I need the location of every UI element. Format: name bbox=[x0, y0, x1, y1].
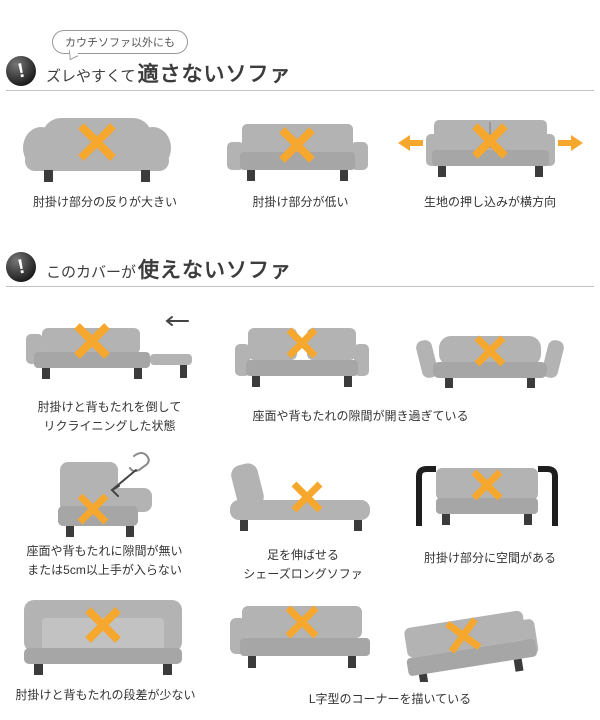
x-mark-icon bbox=[474, 335, 506, 367]
arrow-right-icon bbox=[558, 135, 583, 151]
x-mark-icon bbox=[74, 323, 110, 359]
sofa-winged-figure bbox=[415, 328, 565, 390]
exclamation-glyph: ! bbox=[15, 59, 27, 82]
x-mark-icon bbox=[78, 123, 116, 161]
insert-arrow-icon bbox=[110, 469, 137, 497]
right-arm-frame bbox=[538, 466, 558, 526]
sofa-no-gap-figure bbox=[38, 448, 168, 540]
sofa-flat-armrest-figure bbox=[18, 590, 188, 676]
x-mark-icon bbox=[279, 127, 315, 163]
figure-caption: 肘掛け部分が低い bbox=[252, 195, 349, 209]
x-mark-icon bbox=[77, 493, 109, 525]
x-mark-icon bbox=[445, 617, 482, 654]
section2-heading-small: このカバーが bbox=[46, 264, 137, 281]
sofa-l-corner-left-illustration bbox=[230, 605, 370, 668]
section2-heading-large: 使えないソファ bbox=[138, 259, 293, 282]
sofa-reclining-figure bbox=[22, 312, 197, 392]
fold-arrow-icon bbox=[165, 316, 189, 326]
x-mark-icon bbox=[286, 327, 318, 359]
sofa-l-corner-right-figure bbox=[388, 602, 553, 682]
figure-caption: 生地の押し込みが横方向 bbox=[423, 195, 556, 209]
figure-caption: 座面や背もたれに隙間が無い または5cm以上手が入らない bbox=[26, 544, 183, 577]
section1-heading-large: 適さないソファ bbox=[137, 63, 292, 86]
section1-heading-small: ズレやすくて bbox=[46, 68, 136, 85]
sofa-wide-gap-figure bbox=[232, 322, 372, 392]
sofa-l-corner-left-figure bbox=[228, 598, 376, 682]
sofa-no-gap-illustration bbox=[58, 452, 152, 537]
x-mark-icon bbox=[285, 605, 319, 639]
section2-heading: このカバーが 使えないソファ bbox=[46, 254, 292, 284]
sofa-low-armrest-illustration bbox=[227, 124, 368, 181]
exclamation-icon: ! bbox=[6, 252, 36, 282]
sofa-reclining-illustration bbox=[26, 316, 192, 379]
section1-heading: ズレやすくて 適さないソファ bbox=[46, 58, 292, 88]
exclamation-icon: ! bbox=[6, 56, 36, 86]
sofa-horizontal-tuck-figure bbox=[398, 116, 583, 180]
figure-caption: 足を伸ばせる シェーズロングソファ bbox=[243, 548, 363, 581]
speech-bubble-label: カウチソファ以外にも bbox=[65, 37, 175, 49]
left-arm-frame bbox=[416, 466, 436, 526]
figure-caption: 肘掛け部分の反りが大きい bbox=[32, 195, 177, 209]
figure-caption: 肘掛けと背もたれを倒して リクライニングした状態 bbox=[37, 400, 182, 433]
sofa-curved-armrest-figure bbox=[22, 110, 172, 184]
sofa-wide-gap-illustration bbox=[235, 327, 369, 387]
sofa-flat-armrest-illustration bbox=[24, 600, 182, 675]
sofa-horizontal-tuck-illustration bbox=[398, 120, 583, 177]
divider bbox=[6, 286, 594, 287]
speech-bubble: カウチソファ以外にも bbox=[52, 30, 188, 54]
figure-caption: L字型のコーナーを描いている bbox=[308, 692, 472, 706]
hand-icon bbox=[129, 452, 150, 473]
x-mark-icon bbox=[472, 123, 508, 159]
arrow-left-icon bbox=[398, 135, 423, 151]
sofa-open-armrest-figure bbox=[412, 460, 562, 534]
sofa-l-corner-right-illustration bbox=[404, 610, 539, 682]
divider bbox=[6, 90, 594, 91]
x-mark-icon bbox=[291, 481, 323, 513]
sofa-winged-illustration bbox=[416, 335, 564, 388]
figure-caption: 肘掛け部分に空間がある bbox=[423, 551, 556, 565]
x-mark-icon bbox=[471, 469, 503, 501]
figure-caption: 肘掛けと背もたれの段差が少ない bbox=[15, 688, 196, 702]
exclamation-glyph: ! bbox=[15, 255, 27, 278]
sofa-curved-armrest-illustration bbox=[23, 118, 171, 182]
x-mark-icon bbox=[85, 607, 121, 643]
sofa-chaise-longue-figure bbox=[222, 458, 382, 538]
figure-caption: 座面や背もたれの隙間が開き過ぎている bbox=[252, 409, 469, 423]
sofa-chaise-longue-illustration bbox=[230, 463, 370, 531]
sofa-low-armrest-figure bbox=[225, 118, 370, 182]
sofa-open-armrest-illustration bbox=[416, 466, 558, 526]
